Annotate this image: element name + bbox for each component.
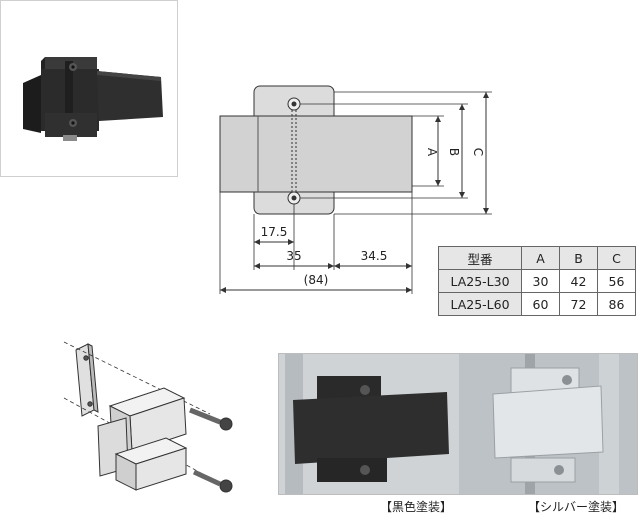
dim-c-label: C <box>471 148 485 156</box>
dim-a-label: A <box>425 148 439 157</box>
dimension-drawing: A B C 17.5 35 34.5 (84) <box>219 85 492 294</box>
assembly-drawing <box>63 341 233 493</box>
value-a-cell: 60 <box>521 292 560 316</box>
dim-34-5-label: 34.5 <box>361 249 388 263</box>
header-c: C <box>597 246 636 270</box>
caption-silver: 【シルバー塗装】 <box>528 500 625 514</box>
dim-84-label: (84) <box>304 273 329 287</box>
dim-17-5-label: 17.5 <box>261 225 288 239</box>
value-a-cell: 30 <box>521 269 560 293</box>
value-c-cell: 86 <box>597 292 636 316</box>
header-a: A <box>521 246 560 270</box>
model-cell: LA25-L30 <box>438 269 522 293</box>
model-cell: LA25-L60 <box>438 292 522 316</box>
header-b: B <box>559 246 598 270</box>
color-variants-image <box>279 354 637 494</box>
header-model: 型番 <box>438 246 522 270</box>
value-b-cell: 42 <box>559 269 598 293</box>
spec-table-header-row: 型番 A B C <box>438 246 636 270</box>
table-row: LA25-L60 60 72 86 <box>438 292 636 316</box>
dim-35-label: 35 <box>286 249 301 263</box>
product-photo-frame <box>0 0 178 177</box>
table-row: LA25-L30 30 42 56 <box>438 269 636 293</box>
spec-table: 型番 A B C LA25-L30 30 42 56 LA25-L60 60 7… <box>438 246 636 316</box>
value-b-cell: 72 <box>559 292 598 316</box>
color-variants-photo <box>278 353 638 495</box>
caption-black: 【黒色塗装】 <box>380 500 453 514</box>
dim-b-label: B <box>447 148 461 156</box>
value-c-cell: 56 <box>597 269 636 293</box>
product-photo <box>23 57 163 141</box>
